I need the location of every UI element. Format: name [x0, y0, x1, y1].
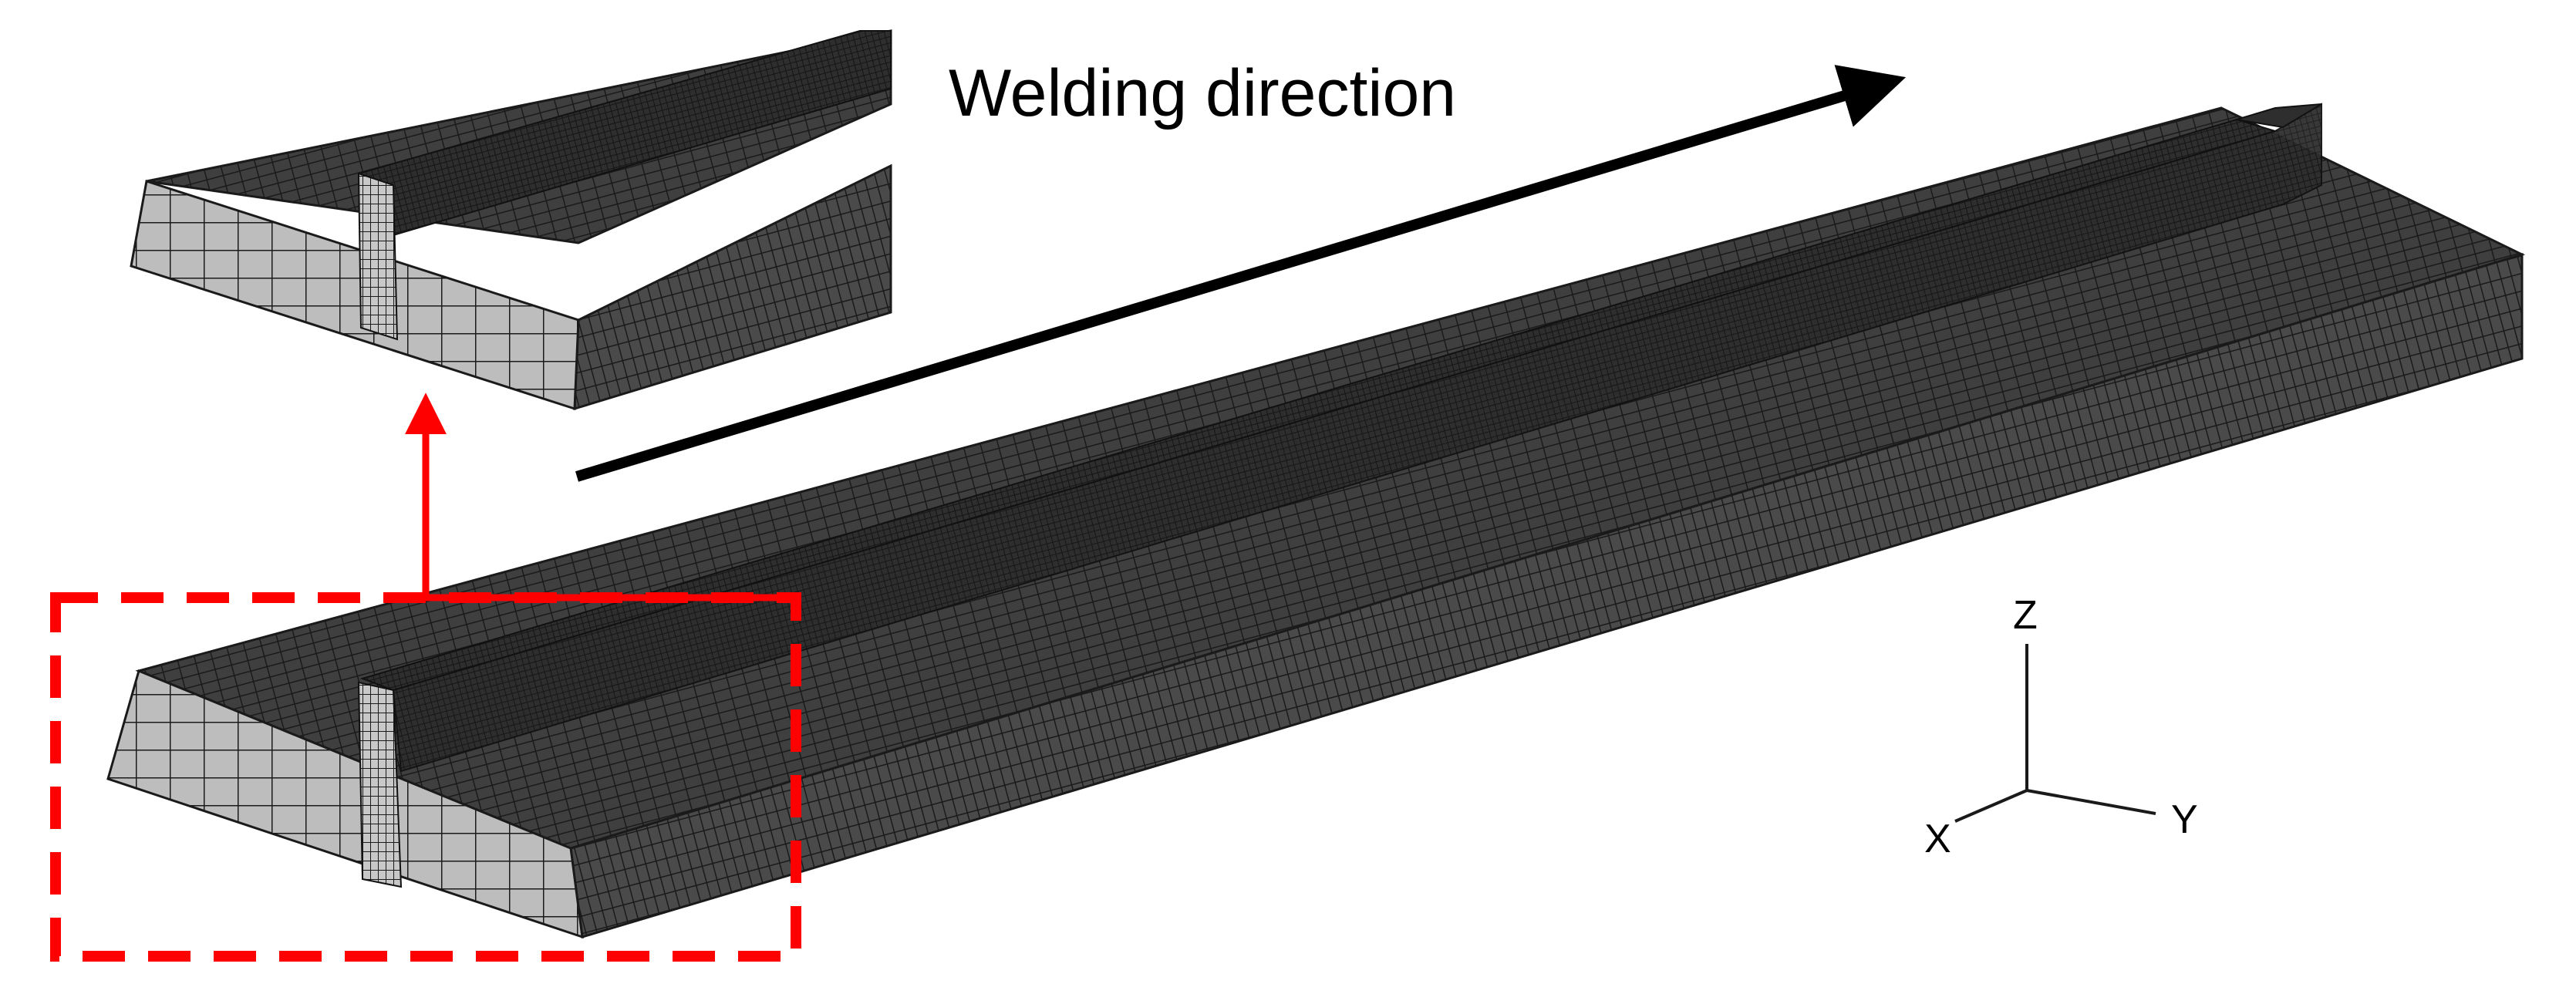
inset-front-face [130, 180, 580, 411]
inset-zoom-view [130, 0, 926, 432]
welding-direction-label: Welding direction [949, 56, 1456, 130]
highlight-link-arrow [405, 393, 796, 601]
inset-weld-front [357, 172, 399, 341]
plate-model [106, 103, 2526, 939]
plate-front-face [106, 669, 584, 939]
axis-z-label: Z [2013, 593, 2038, 638]
weld-bead-front [357, 681, 403, 888]
weld-bead-side [392, 103, 2322, 773]
axis-triad: Z X Y [1924, 593, 2198, 861]
axis-x-label: X [1924, 817, 1951, 861]
welding-direction-arrow [575, 65, 1907, 482]
axis-y-line [2026, 789, 2156, 815]
weld-bead-end [2236, 103, 2322, 129]
inset-frame-mask [895, 0, 926, 432]
axis-y-label: Y [2171, 797, 2198, 842]
axis-x-line [1954, 789, 2028, 823]
